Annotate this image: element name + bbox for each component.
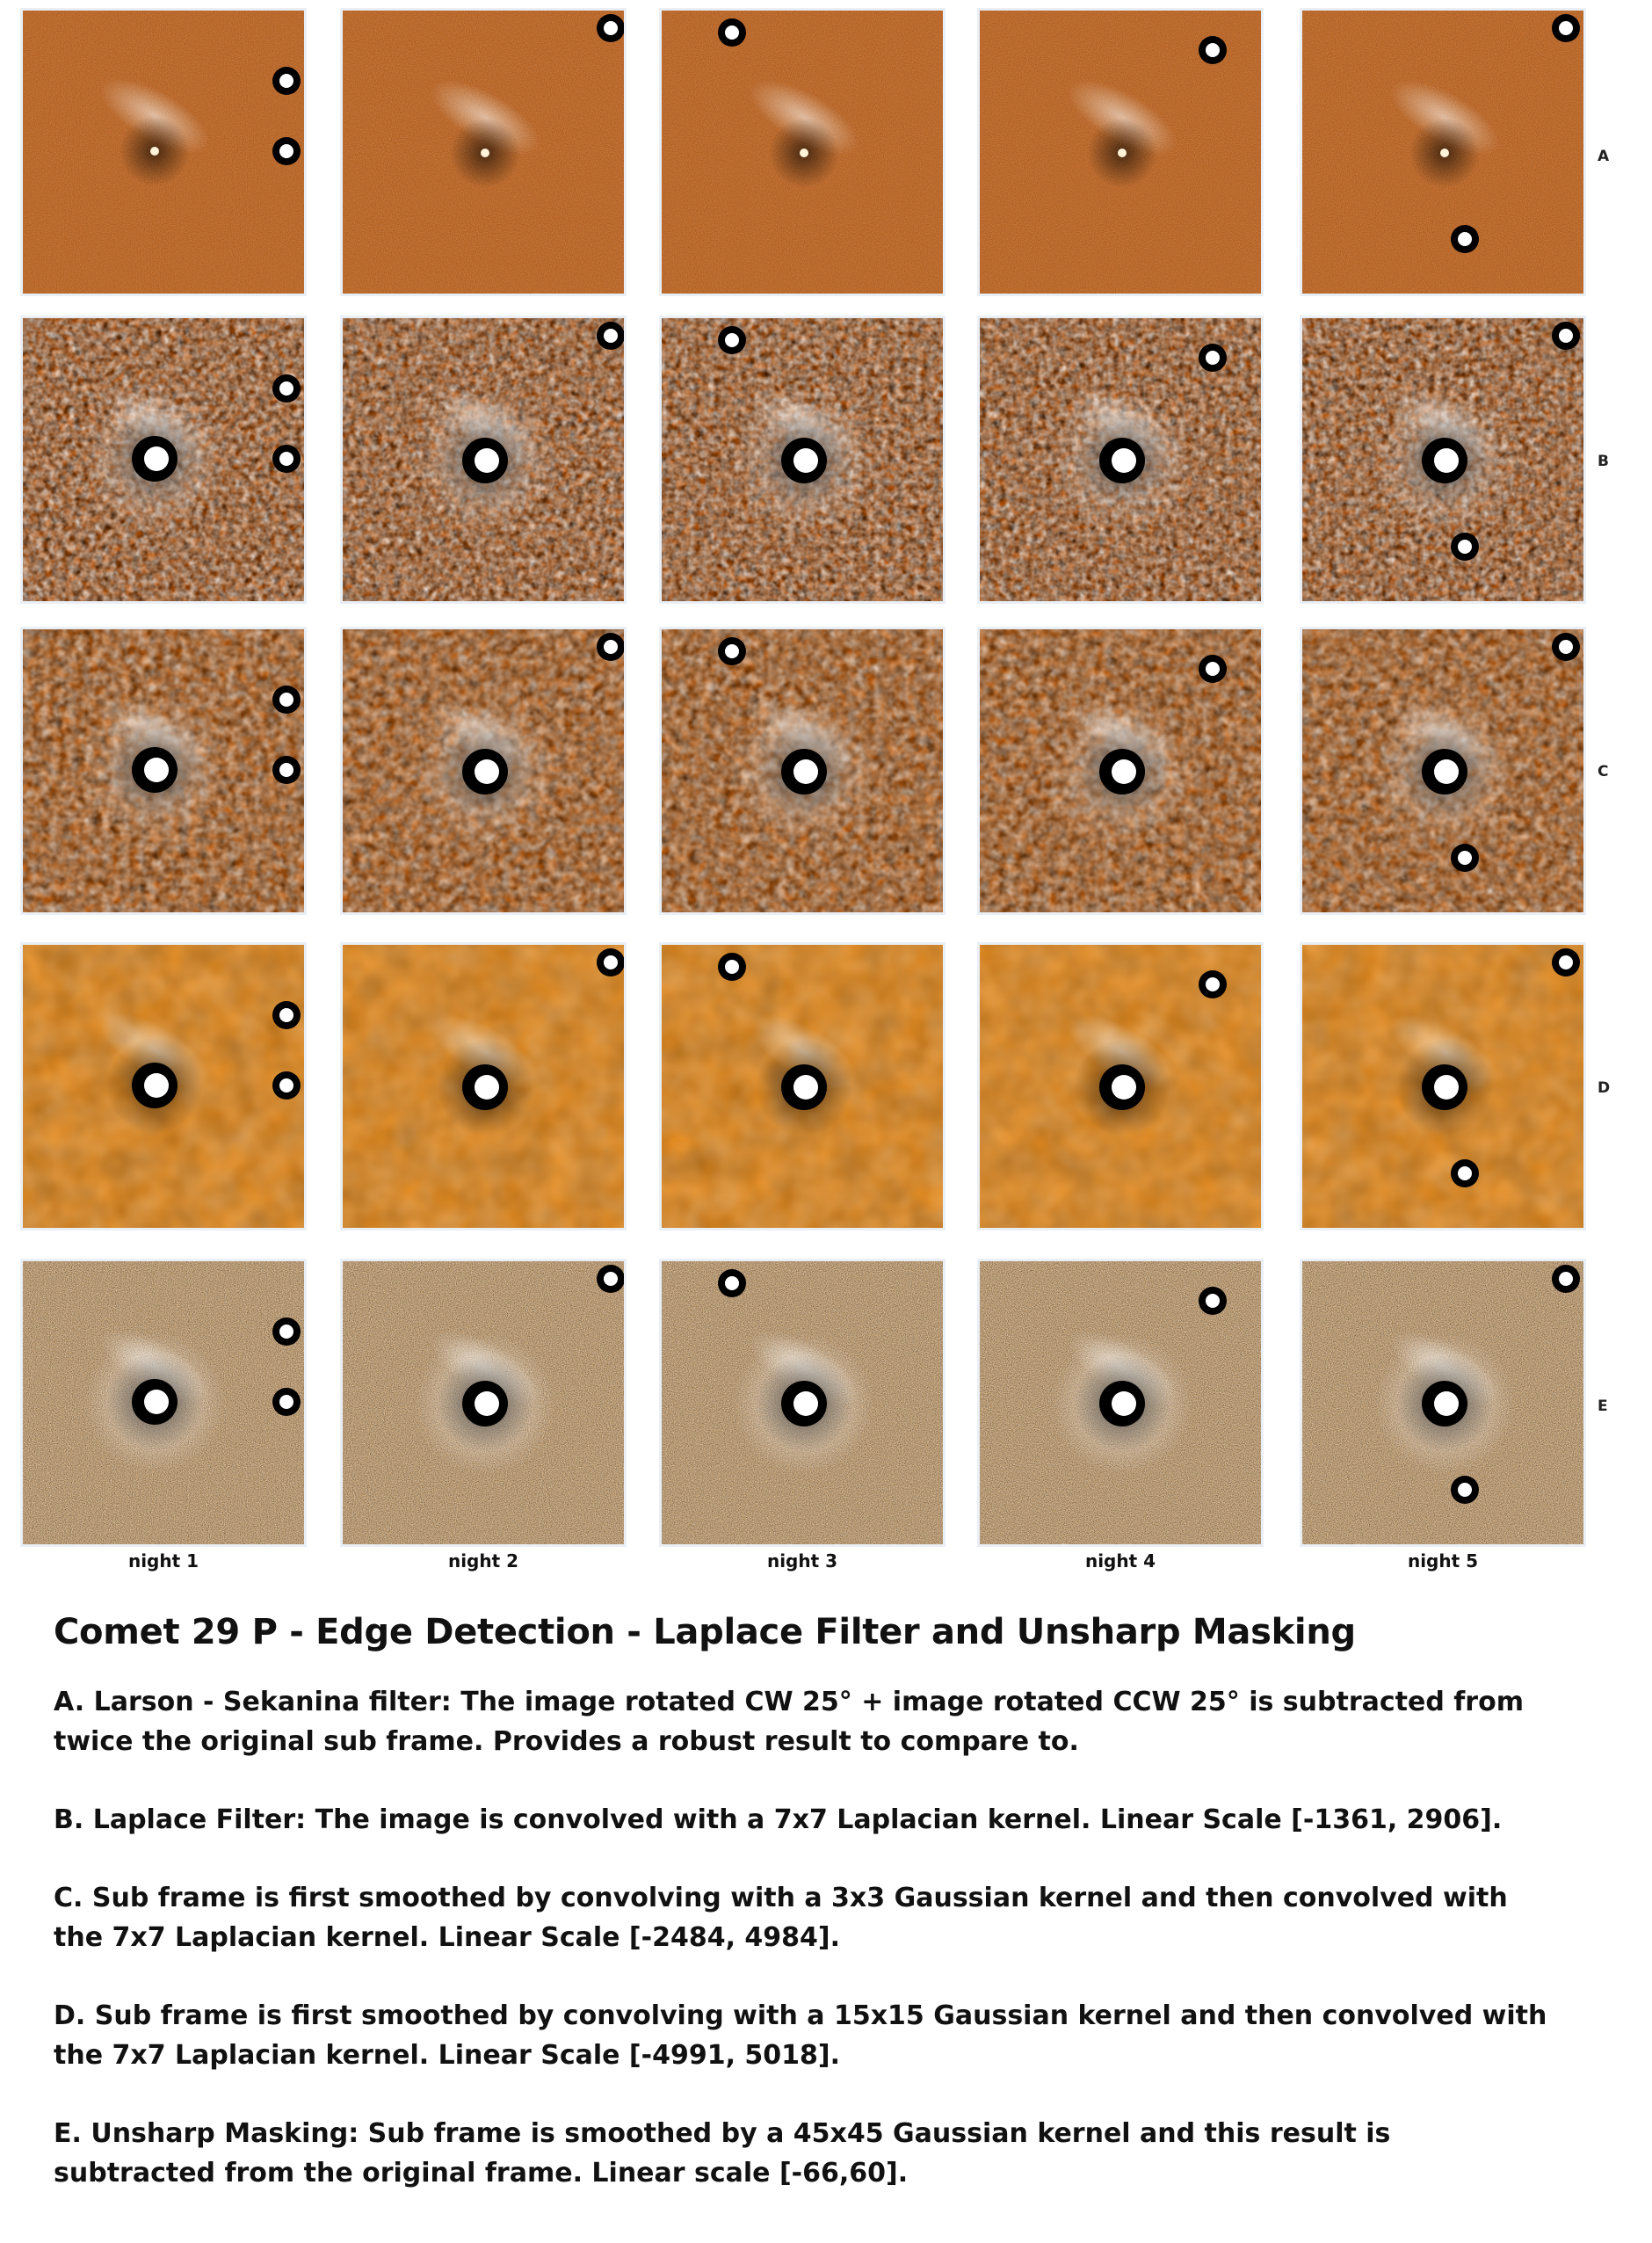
panel-a-night-5 <box>1302 11 1583 294</box>
row-label-b: B <box>1598 453 1609 470</box>
panel-e-night-3 <box>662 1261 943 1544</box>
night-label-1: night 1 <box>127 1550 199 1572</box>
row-label-d: D <box>1598 1079 1611 1097</box>
panel-b-night-3 <box>662 318 943 601</box>
figure-title: Comet 29 P - Edge Detection - Laplace Fi… <box>54 1612 1356 1652</box>
panel-a-night-4 <box>980 11 1261 294</box>
panel-a-night-3 <box>662 11 943 294</box>
panel-e-night-5 <box>1302 1261 1583 1544</box>
panel-d-night-1 <box>23 945 304 1228</box>
panel-d-night-5 <box>1302 945 1583 1228</box>
panel-a-night-1 <box>23 11 304 294</box>
panel-e-night-4 <box>980 1261 1261 1544</box>
panel-c-night-4 <box>980 629 1261 912</box>
panel-c-night-5 <box>1302 629 1583 912</box>
panel-e-night-1 <box>23 1261 304 1544</box>
night-label-2: night 2 <box>447 1550 519 1572</box>
panel-e-night-2 <box>343 1261 624 1544</box>
description-e: E. Unsharp Masking: Sub frame is smoothe… <box>54 2118 1391 2189</box>
row-label-a: A <box>1598 148 1610 165</box>
description-a: A. Larson - Sekanina filter: The image r… <box>54 1687 1524 1757</box>
night-label-4: night 4 <box>1084 1550 1156 1572</box>
panel-b-night-4 <box>980 318 1261 601</box>
description-b: B. Laplace Filter: The image is convolve… <box>54 1804 1503 1835</box>
description-d: D. Sub frame is first smoothed by convol… <box>54 2000 1547 2071</box>
night-label-3: night 3 <box>766 1550 838 1572</box>
panel-d-night-3 <box>662 945 943 1228</box>
panel-d-night-4 <box>980 945 1261 1228</box>
panel-c-night-1 <box>23 629 304 912</box>
description-c: C. Sub frame is first smoothed by convol… <box>54 1883 1508 1953</box>
panel-d-night-2 <box>343 945 624 1228</box>
panel-b-night-1 <box>23 318 304 601</box>
row-label-c: C <box>1598 763 1609 780</box>
panel-c-night-3 <box>662 629 943 912</box>
panel-b-night-2 <box>343 318 624 601</box>
night-label-5: night 5 <box>1407 1550 1479 1572</box>
caption: Comet 29 P - Edge Detection - Laplace Fi… <box>54 1612 1618 2232</box>
panel-a-night-2 <box>343 11 624 294</box>
row-label-e: E <box>1598 1397 1608 1415</box>
panel-c-night-2 <box>343 629 624 912</box>
panel-b-night-5 <box>1302 318 1583 601</box>
